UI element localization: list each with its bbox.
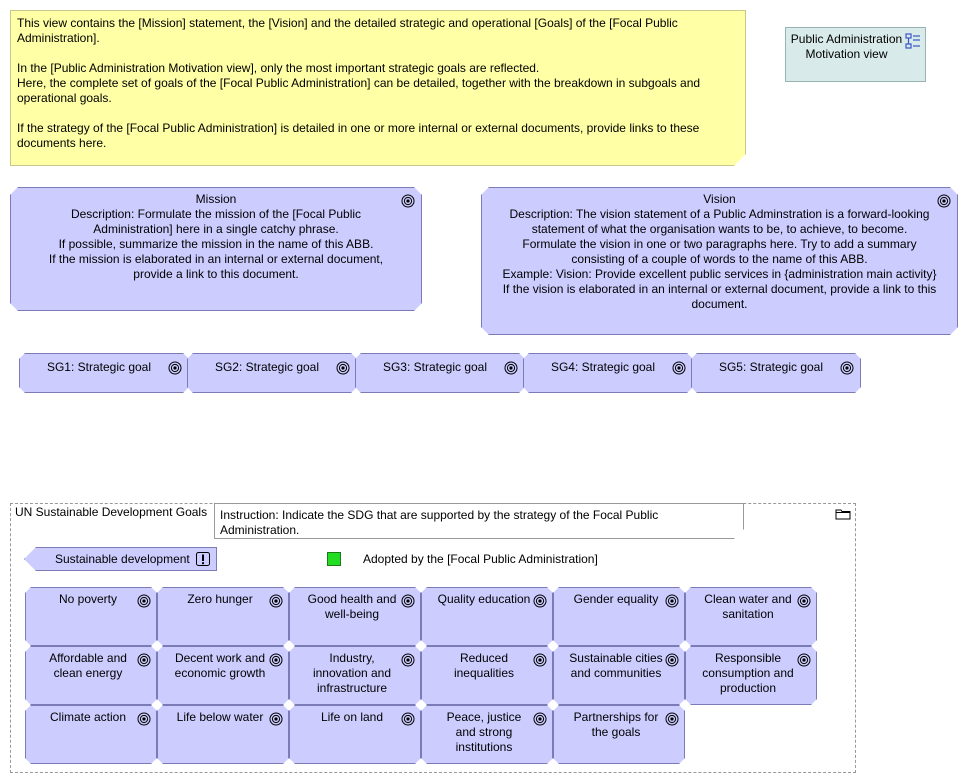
- goal-target-icon: [665, 594, 679, 608]
- goal-target-icon: [269, 712, 283, 726]
- goal-target-icon: [504, 361, 518, 375]
- sdg-goal[interactable]: Climate action: [25, 705, 157, 764]
- strategic-goal-label: SG2: Strategic goal: [214, 360, 320, 374]
- goal-target-icon: [137, 712, 151, 726]
- vision-description: Description: The vision statement of a P…: [502, 207, 937, 311]
- view-reference-label: Public Administration Motivation view: [790, 32, 903, 61]
- sdg-goal-label: Partnerships for the goals: [573, 710, 659, 739]
- goal-target-icon: [840, 361, 854, 375]
- goal-target-icon: [401, 653, 415, 667]
- goal-target-icon: [269, 594, 283, 608]
- adopted-legend-swatch: [327, 552, 341, 566]
- sdg-goal-label: Affordable and clean energy: [49, 651, 127, 680]
- goal-target-icon: [533, 653, 547, 667]
- goal-target-icon: [665, 712, 679, 726]
- strategic-goal-sg2[interactable]: SG2: Strategic goal: [187, 353, 357, 393]
- sdg-goal[interactable]: Life below water: [157, 705, 289, 764]
- note-paragraph: If the strategy of the [Focal Public Adm…: [17, 121, 700, 150]
- goal-target-icon: [533, 594, 547, 608]
- strategic-goal-sg3[interactable]: SG3: Strategic goal: [355, 353, 525, 393]
- group-label: UN Sustainable Development Goals: [15, 505, 208, 519]
- sdg-goal-label: No poverty: [58, 592, 118, 606]
- mission-title: Mission: [195, 192, 237, 206]
- driver-label: Sustainable development: [55, 552, 190, 566]
- sdg-goal[interactable]: Industry, innovation and infrastructure: [289, 646, 421, 705]
- sdg-goal[interactable]: Quality education: [421, 587, 553, 646]
- strategic-goal-sg5[interactable]: SG5: Strategic goal: [691, 353, 861, 393]
- goal-target-icon: [137, 594, 151, 608]
- sdg-goal-label: Good health and well-being: [307, 592, 397, 621]
- sdg-goal[interactable]: Peace, justice and strong institutions: [421, 705, 553, 764]
- strategic-goal-label: SG5: Strategic goal: [718, 360, 824, 374]
- goal-target-icon: [401, 712, 415, 726]
- sdg-goal[interactable]: Zero hunger: [157, 587, 289, 646]
- strategy-note[interactable]: This view contains the [Mission] stateme…: [10, 10, 746, 166]
- goal-target-icon: [797, 594, 811, 608]
- goal-target-icon: [533, 712, 547, 726]
- sdg-goal-label: Gender equality: [573, 592, 659, 606]
- strategic-goal-sg1[interactable]: SG1: Strategic goal: [19, 353, 189, 393]
- sdg-goal-label: Responsible consumption and production: [702, 651, 794, 695]
- goal-target-icon: [269, 653, 283, 667]
- sdg-goal-label: Decent work and economic growth: [174, 651, 266, 680]
- goal-target-icon: [672, 361, 686, 375]
- adopted-legend-label: Adopted by the [Focal Public Administrat…: [363, 552, 598, 566]
- sdg-goal[interactable]: Gender equality: [553, 587, 685, 646]
- goal-target-icon: [137, 653, 151, 667]
- sdg-goal[interactable]: Good health and well-being: [289, 587, 421, 646]
- note-paragraph: In the [Public Administration Motivation…: [17, 61, 701, 105]
- vision-element[interactable]: Vision Description: The vision statement…: [481, 187, 958, 335]
- mission-description: Description: Formulate the mission of th…: [48, 207, 384, 281]
- sdg-goal[interactable]: Responsible consumption and production: [685, 646, 817, 705]
- goal-target-icon: [401, 194, 415, 208]
- view-reference-icon: [905, 33, 920, 49]
- vision-title: Vision: [703, 192, 736, 206]
- mission-element[interactable]: Mission Description: Formulate the missi…: [10, 187, 422, 311]
- instruction-text: Instruction: Indicate the SDG that are s…: [220, 508, 659, 537]
- sdg-goal-label: Peace, justice and strong institutions: [446, 710, 522, 754]
- sdg-goal[interactable]: Partnerships for the goals: [553, 705, 685, 764]
- sdg-goal[interactable]: Clean water and sanitation: [685, 587, 817, 646]
- sdg-goal[interactable]: Reduced inequalities: [421, 646, 553, 705]
- strategic-goal-sg4[interactable]: SG4: Strategic goal: [523, 353, 693, 393]
- sdg-goal-label: Life on land: [320, 710, 384, 724]
- goal-target-icon: [665, 653, 679, 667]
- sdg-goal-label: Quality education: [437, 592, 531, 606]
- sdg-goal-label: Industry, innovation and infrastructure: [312, 651, 392, 695]
- strategic-goal-label: SG3: Strategic goal: [382, 360, 488, 374]
- note-paragraph: This view contains the [Mission] stateme…: [17, 16, 678, 45]
- sdg-goal-label: Life below water: [176, 710, 264, 724]
- goal-target-icon: [336, 361, 350, 375]
- sdg-goal[interactable]: No poverty: [25, 587, 157, 646]
- sdg-goal-label: Climate action: [49, 710, 127, 724]
- sdg-goal-label: Sustainable cities and communities: [569, 651, 663, 680]
- sdg-goal-label: Reduced inequalities: [453, 651, 515, 680]
- sustainable-development-driver[interactable]: Sustainable development: [24, 547, 217, 571]
- strategic-goal-label: SG4: Strategic goal: [550, 360, 656, 374]
- goal-target-icon: [797, 653, 811, 667]
- sdg-goal[interactable]: Decent work and economic growth: [157, 646, 289, 705]
- sdg-goal-label: Clean water and sanitation: [704, 592, 792, 621]
- motivation-view-reference[interactable]: Public Administration Motivation view: [785, 27, 926, 82]
- folder-icon: [835, 509, 851, 520]
- driver-icon: [196, 552, 210, 566]
- goal-target-icon: [168, 361, 182, 375]
- sdg-goal[interactable]: Life on land: [289, 705, 421, 764]
- goal-target-icon: [937, 194, 951, 208]
- instruction-note[interactable]: Instruction: Indicate the SDG that are s…: [214, 503, 744, 539]
- sdg-goal[interactable]: Sustainable cities and communities: [553, 646, 685, 705]
- strategic-goal-label: SG1: Strategic goal: [46, 360, 152, 374]
- sdg-goal-label: Zero hunger: [187, 592, 253, 606]
- goal-target-icon: [401, 594, 415, 608]
- sdg-goal[interactable]: Affordable and clean energy: [25, 646, 157, 705]
